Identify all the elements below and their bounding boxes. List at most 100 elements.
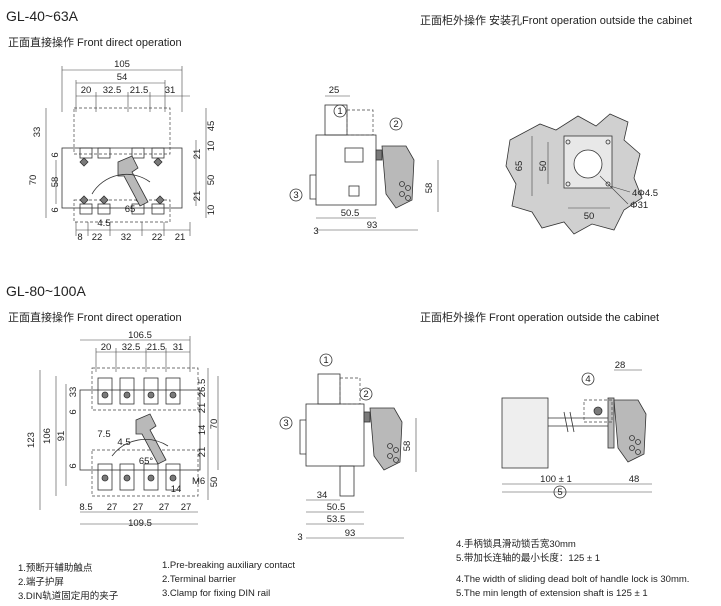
s1-front-dim-right-0: 45 (206, 121, 217, 132)
s1-front-dim-left-4: 6 (50, 207, 61, 212)
s1-front-dim-left-1: 70 (28, 175, 39, 186)
s1-side-callout-1: 1 (337, 106, 342, 117)
s1-front-dim-bottom-0: 8 (77, 232, 82, 243)
s2-front-dim-left-2: 91 (56, 431, 67, 442)
s1-front-dim-bottom-2: 32 (121, 232, 132, 243)
s2-front-dim-right-5: 50 (209, 477, 220, 488)
s1-front-dim-top-1: 54 (117, 72, 128, 83)
note-en-1: 1.Pre-breaking auxiliary contact (162, 560, 296, 571)
note-right-en-5: 5.The min length of extension shaft is 1… (456, 588, 648, 599)
s2-side-dim-1: 34 (317, 490, 328, 501)
s1-side-dim-3: 93 (367, 220, 378, 231)
s2-side-dim-5: 3 (297, 532, 302, 543)
section-2-right-caption: 正面柜外操作 Front operation outside the cabin… (420, 312, 660, 324)
s1-front-dim-bottom-3: 22 (152, 232, 163, 243)
s2-ext-callout-4: 4 (585, 374, 590, 385)
s2-front-dim-top-1: 20 (101, 342, 112, 353)
note-cn-3: 3.DIN轨道固定用的夹子 (18, 591, 119, 602)
s2-front-dim-top-4: 31 (173, 342, 184, 353)
s2-front-dim-inner-1: 4.5 (117, 437, 130, 448)
s2-side-dim-0: 58 (402, 441, 413, 452)
note-right-cn-4: 4.手柄锁具滑动锁舌宽30mm (456, 539, 576, 550)
s2-ext-callout-5: 5 (557, 487, 562, 498)
s1-front-dim-right-4: 10 (206, 141, 217, 152)
note-en-3: 3.Clamp for fixing DIN rail (162, 588, 271, 599)
s1-front-dim-top-4: 21.5 (130, 85, 149, 96)
s2-side-dim-2: 50.5 (327, 502, 346, 513)
section-1-title: GL-40~63A (6, 8, 78, 24)
s2-extension-shaft: 28 4 100 ± 1 48 5 (501, 360, 652, 499)
s1-side-dim-2: 50.5 (341, 208, 360, 219)
s1-front-dim-top-3: 32.5 (103, 85, 122, 96)
s2-side-dim-4: 93 (345, 528, 356, 539)
note-en-2: 2.Terminal barrier (162, 574, 236, 585)
s2-front-dim-top-2: 32.5 (122, 342, 141, 353)
s2-front-dim-inner-3: M6 (192, 476, 205, 487)
s1-hole-dim-0: 65 (514, 161, 525, 172)
s1-front-dim-right-2: 50 (206, 175, 217, 186)
note-right-en-4: 4.The width of sliding dead bolt of hand… (456, 574, 690, 585)
s2-side-callout-3: 3 (283, 418, 288, 429)
s2-front-dim-bottom-1: 27 (107, 502, 118, 513)
s2-front-dim-right-0: 26.5 (197, 379, 208, 398)
s2-front-dim-bottom-0: 8.5 (79, 502, 92, 513)
s1-front-dim-right-3: 21 (192, 191, 203, 202)
s1-front-dim-left-2: 58 (50, 177, 61, 188)
s2-front-dim-bottom-5: 109.5 (128, 518, 152, 529)
s1-front-dim-right-5: 10 (206, 205, 217, 216)
s1-side-dim-1: 58 (424, 183, 435, 194)
s1-front-dim-inner-0: 65 (125, 204, 136, 215)
note-cn-2: 2.端子护屏 (18, 577, 64, 588)
s1-side-view: 25 1 2 3 58 50.5 93 3 (289, 85, 439, 237)
s1-hole-dim-3: 4Φ4.5 (632, 188, 658, 199)
s2-side-callout-1: 1 (323, 355, 328, 366)
s2-front-dim-left-0: 123 (26, 432, 37, 448)
s1-side-callout-2: 2 (393, 119, 398, 130)
s2-front-dim-left-5: 6 (68, 463, 79, 468)
s2-front-view: 106.5 20 32.5 21.5 31 7.5 4.5 65° M6 14 (26, 330, 220, 529)
s1-front-dim-top-0: 105 (114, 59, 130, 70)
section-1-left-caption: 正面直接操作 Front direct operation (8, 37, 182, 49)
s2-front-dim-left-4: 6 (68, 409, 79, 414)
note-cn-1: 1.预断开辅助触点 (18, 563, 93, 574)
s1-side-callout-3: 3 (293, 190, 298, 201)
s2-ext-dim-1: 100 ± 1 (540, 474, 572, 485)
s2-front-dim-left-3: 33 (68, 387, 79, 398)
section-2-left-caption: 正面直接操作 Front direct operation (8, 312, 182, 324)
s1-side-dim-4: 3 (313, 226, 318, 237)
s2-front-dim-top-3: 21.5 (147, 342, 166, 353)
s1-front-dim-right-1: 21 (192, 149, 203, 160)
s2-front-dim-bottom-3: 27 (159, 502, 170, 513)
section-2-title: GL-80~100A (6, 283, 86, 299)
s1-front-dim-bottom-4: 21 (175, 232, 186, 243)
s2-front-dim-inner-2: 65° (139, 456, 154, 467)
s2-side-view: 1 2 3 58 34 50.5 53.5 93 3 (279, 353, 417, 543)
s1-hole-dim-4: Φ31 (630, 200, 648, 211)
s2-front-dim-right-2: 14 (197, 425, 208, 436)
s1-side-dim-0: 25 (329, 85, 340, 96)
s2-side-callout-2: 2 (363, 389, 368, 400)
s2-front-dim-right-1: 21 (197, 403, 208, 414)
s1-hole-dim-2: 50 (584, 211, 595, 222)
s1-front-dim-bottom-1: 22 (92, 232, 103, 243)
note-right-cn-5: 5.带加长连轴的最小长度：125 ± 1 (456, 553, 601, 564)
s2-front-dim-bottom-4: 27 (181, 502, 192, 513)
s1-hole-dim-1: 50 (538, 161, 549, 172)
s2-front-dim-inner-4: 14 (171, 484, 182, 495)
s2-front-dim-inner-0: 7.5 (97, 429, 110, 440)
s2-ext-dim-0: 28 (615, 360, 626, 371)
s2-front-dim-right-4: 21 (197, 447, 208, 458)
s1-front-dim-inner-1: 4.5 (97, 218, 110, 229)
s1-front-dim-top-5: 31 (165, 85, 176, 96)
s2-front-dim-left-1: 106 (42, 428, 53, 444)
s2-front-dim-right-3: 70 (209, 419, 220, 430)
section-1-right-caption: 正面柜外操作 安装孔Front operation outside the ca… (420, 15, 693, 27)
s2-ext-dim-2: 48 (629, 474, 640, 485)
s1-front-view: 105 54 20 32.5 21.5 31 65 4.5 (28, 59, 217, 243)
s1-cabinet-hole: 65 50 50 4Φ4.5 Φ31 (505, 113, 658, 235)
s1-front-dim-top-2: 20 (81, 85, 92, 96)
s2-front-dim-bottom-2: 27 (133, 502, 144, 513)
s2-side-dim-3: 53.5 (327, 514, 346, 525)
s2-front-dim-top-0: 106.5 (128, 330, 152, 341)
